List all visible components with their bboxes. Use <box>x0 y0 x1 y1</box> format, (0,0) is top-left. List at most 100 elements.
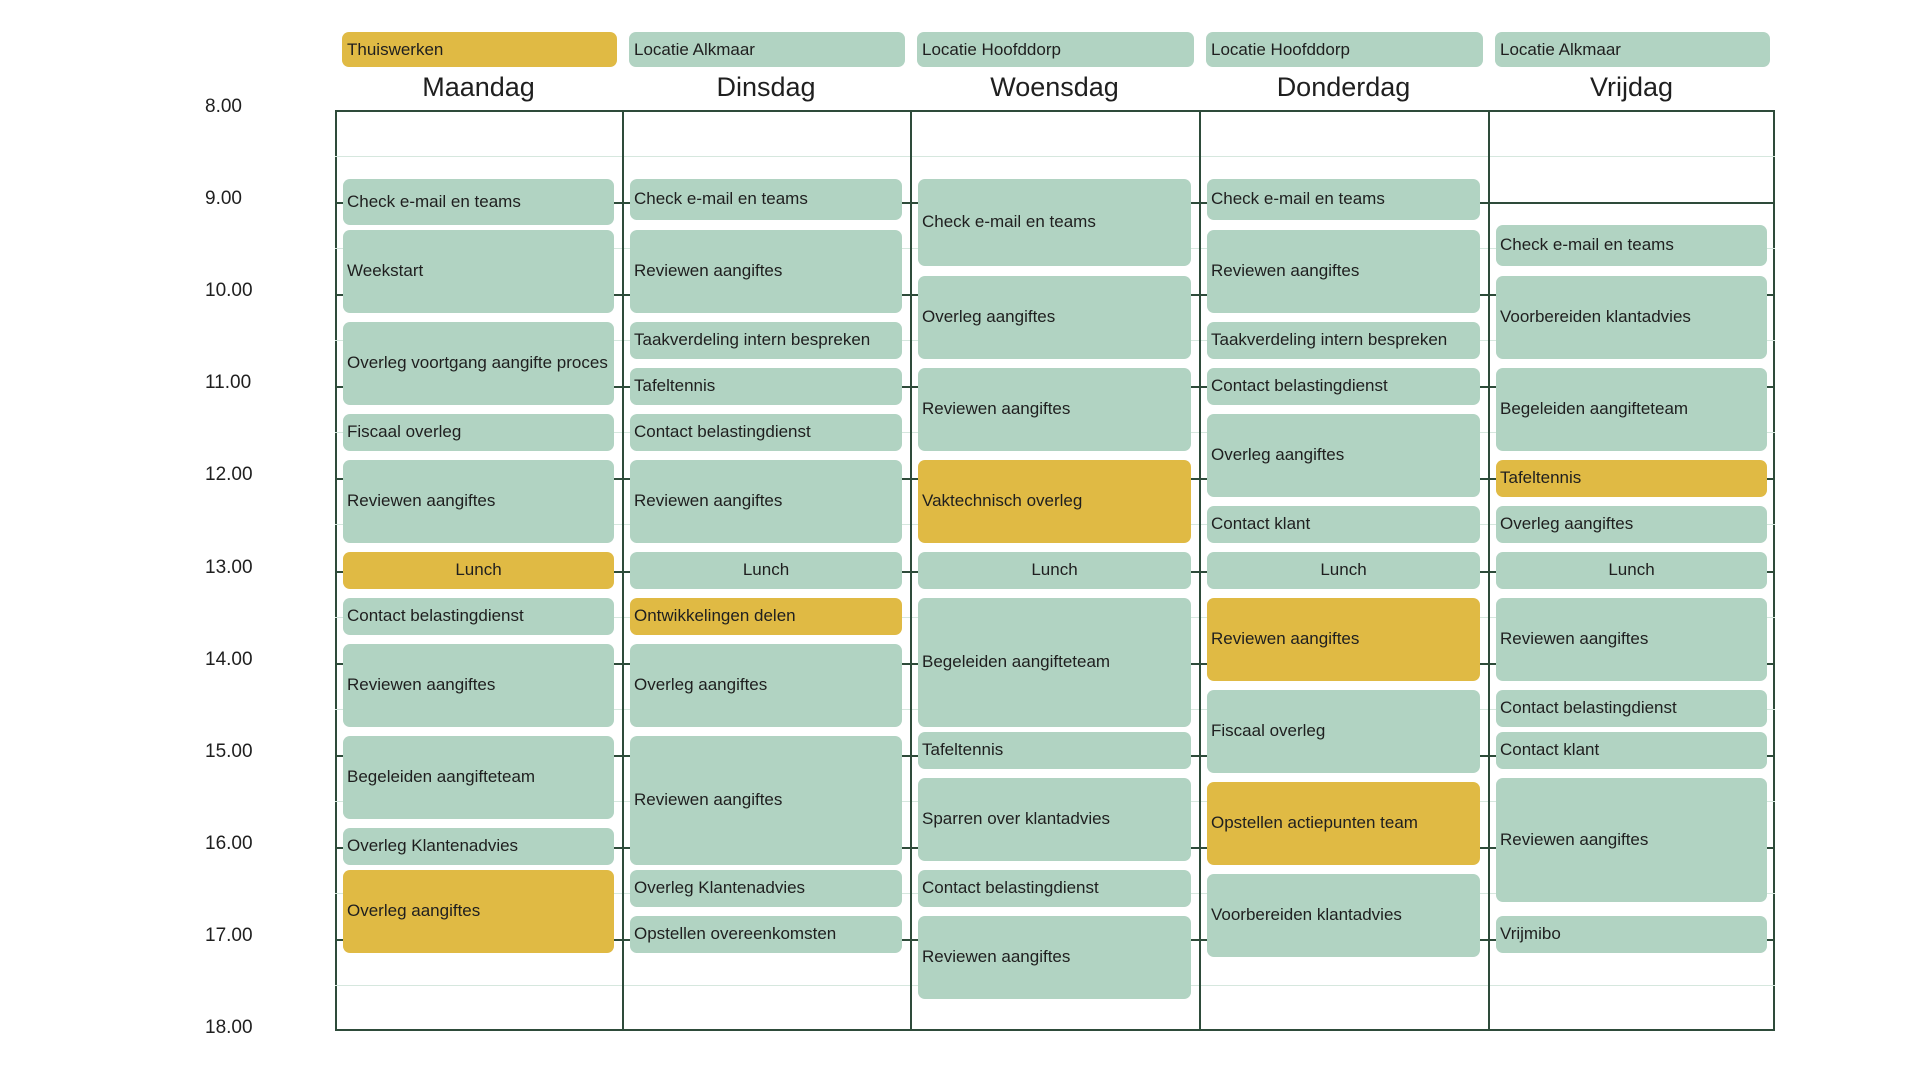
time-label: 11.00 <box>205 372 252 393</box>
event-contact-klant[interactable]: Contact klant <box>1496 732 1767 769</box>
event-contact-belastingdienst[interactable]: Contact belastingdienst <box>630 414 902 451</box>
event-reviewen-aangiftes[interactable]: Reviewen aangiftes <box>918 916 1191 999</box>
event-opstellen-actiepunten-team[interactable]: Opstellen actiepunten team <box>1207 782 1480 865</box>
event-reviewen-aangiftes[interactable]: Reviewen aangiftes <box>1207 598 1480 681</box>
event-label: Fiscaal overleg <box>1211 721 1326 741</box>
event-overleg-klantenadvies[interactable]: Overleg Klantenadvies <box>343 828 614 865</box>
event-label: Taakverdeling intern bespreken <box>634 330 871 350</box>
time-label: 10.00 <box>205 280 253 301</box>
event-begeleiden-aangifteteam[interactable]: Begeleiden aangifteteam <box>1496 368 1767 451</box>
event-contact-belastingdienst[interactable]: Contact belastingdienst <box>1496 690 1767 727</box>
event-contact-belastingdienst[interactable]: Contact belastingdienst <box>918 870 1191 907</box>
event-overleg-voortgang-aangifte-proces[interactable]: Overleg voortgang aangifte proces <box>343 322 614 405</box>
event-label: Reviewen aangiftes <box>1500 629 1649 649</box>
event-overleg-klantenadvies[interactable]: Overleg Klantenadvies <box>630 870 902 907</box>
event-label: Reviewen aangiftes <box>1500 829 1649 849</box>
event-weekstart[interactable]: Weekstart <box>343 230 614 313</box>
day-header-woensdag: Woensdag <box>990 72 1119 102</box>
event-label: Overleg aangiftes <box>634 675 768 695</box>
event-label: Lunch <box>1608 560 1655 580</box>
event-check-e-mail-en-teams[interactable]: Check e-mail en teams <box>918 179 1191 266</box>
event-label: Reviewen aangiftes <box>634 491 783 511</box>
time-label: 18.00 <box>205 1017 253 1038</box>
event-overleg-aangiftes[interactable]: Overleg aangiftes <box>1496 506 1767 543</box>
event-reviewen-aangiftes[interactable]: Reviewen aangiftes <box>1207 230 1480 313</box>
event-contact-belastingdienst[interactable]: Contact belastingdienst <box>1207 368 1480 405</box>
event-label: Contact klant <box>1500 740 1600 760</box>
event-overleg-aangiftes[interactable]: Overleg aangiftes <box>630 644 902 727</box>
time-label: 17.00 <box>205 925 253 946</box>
event-sparren-over-klantadvies[interactable]: Sparren over klantadvies <box>918 778 1191 861</box>
event-tafeltennis[interactable]: Tafeltennis <box>918 732 1191 769</box>
event-taakverdeling-intern-bespreken[interactable]: Taakverdeling intern bespreken <box>1207 322 1480 359</box>
event-label: Tafeltennis <box>634 376 716 396</box>
event-lunch[interactable]: Lunch <box>630 552 902 589</box>
event-label: Lunch <box>1320 560 1367 580</box>
event-vrijmibo[interactable]: Vrijmibo <box>1496 916 1767 953</box>
event-check-e-mail-en-teams[interactable]: Check e-mail en teams <box>343 179 614 225</box>
time-label: 12.00 <box>205 464 253 485</box>
event-contact-belastingdienst[interactable]: Contact belastingdienst <box>343 598 614 635</box>
event-label: Lunch <box>455 560 502 580</box>
event-overleg-aangiftes[interactable]: Overleg aangiftes <box>918 276 1191 359</box>
event-lunch[interactable]: Lunch <box>1207 552 1480 589</box>
event-overleg-aangiftes[interactable]: Overleg aangiftes <box>1207 414 1480 497</box>
event-label: Overleg aangiftes <box>922 307 1056 327</box>
event-reviewen-aangiftes[interactable]: Reviewen aangiftes <box>630 230 902 313</box>
event-lunch[interactable]: Lunch <box>1496 552 1767 589</box>
event-taakverdeling-intern-bespreken[interactable]: Taakverdeling intern bespreken <box>630 322 902 359</box>
time-label: 9.00 <box>205 188 242 209</box>
event-label: Tafeltennis <box>922 740 1004 760</box>
event-label: Vrijmibo <box>1500 924 1561 944</box>
event-check-e-mail-en-teams[interactable]: Check e-mail en teams <box>1207 179 1480 220</box>
event-label: Check e-mail en teams <box>634 189 808 209</box>
event-reviewen-aangiftes[interactable]: Reviewen aangiftes <box>630 460 902 543</box>
event-opstellen-overeenkomsten[interactable]: Opstellen overeenkomsten <box>630 916 902 953</box>
event-reviewen-aangiftes[interactable]: Reviewen aangiftes <box>343 644 614 727</box>
column-divider <box>910 110 912 1031</box>
time-label: 8.00 <box>205 96 242 117</box>
event-tafeltennis[interactable]: Tafeltennis <box>630 368 902 405</box>
event-label: Reviewen aangiftes <box>634 790 783 810</box>
time-label: 13.00 <box>205 557 253 578</box>
event-label: Lunch <box>742 560 790 580</box>
event-overleg-aangiftes[interactable]: Overleg aangiftes <box>343 870 614 953</box>
event-lunch[interactable]: Lunch <box>918 552 1191 589</box>
event-label: Vaktechnisch overleg <box>922 491 1083 511</box>
event-label: Ontwikkelingen delen <box>634 606 796 626</box>
event-reviewen-aangiftes[interactable]: Reviewen aangiftes <box>918 368 1191 451</box>
location-badge: Locatie Alkmaar <box>1495 32 1770 67</box>
event-reviewen-aangiftes[interactable]: Reviewen aangiftes <box>630 736 902 865</box>
event-label: Voorbereiden klantadvies <box>1500 307 1691 327</box>
event-label: Reviewen aangiftes <box>1211 261 1360 281</box>
event-label: Overleg aangiftes <box>347 901 481 921</box>
event-voorbereiden-klantadvies[interactable]: Voorbereiden klantadvies <box>1207 874 1480 957</box>
event-label: Taakverdeling intern bespreken <box>1211 330 1448 350</box>
event-vaktechnisch-overleg[interactable]: Vaktechnisch overleg <box>918 460 1191 543</box>
event-reviewen-aangiftes[interactable]: Reviewen aangiftes <box>1496 598 1767 681</box>
event-begeleiden-aangifteteam[interactable]: Begeleiden aangifteteam <box>918 598 1191 727</box>
event-contact-klant[interactable]: Contact klant <box>1207 506 1480 543</box>
time-label: 16.00 <box>205 833 253 854</box>
event-label: Overleg aangiftes <box>1500 514 1634 534</box>
event-reviewen-aangiftes[interactable]: Reviewen aangiftes <box>1496 778 1767 902</box>
event-begeleiden-aangifteteam[interactable]: Begeleiden aangifteteam <box>343 736 614 819</box>
event-voorbereiden-klantadvies[interactable]: Voorbereiden klantadvies <box>1496 276 1767 359</box>
event-reviewen-aangiftes[interactable]: Reviewen aangiftes <box>343 460 614 543</box>
event-check-e-mail-en-teams[interactable]: Check e-mail en teams <box>630 179 902 220</box>
day-header-dinsdag: Dinsdag <box>716 72 816 102</box>
event-label: Contact klant <box>1211 514 1311 534</box>
event-lunch[interactable]: Lunch <box>343 552 614 589</box>
event-label: Sparren over klantadvies <box>922 809 1111 829</box>
event-ontwikkelingen-delen[interactable]: Ontwikkelingen delen <box>630 598 902 635</box>
event-tafeltennis[interactable]: Tafeltennis <box>1496 460 1767 497</box>
column-divider <box>1199 110 1201 1031</box>
event-fiscaal-overleg[interactable]: Fiscaal overleg <box>343 414 614 451</box>
event-label: Reviewen aangiftes <box>634 261 783 281</box>
event-label: Reviewen aangiftes <box>922 399 1071 419</box>
event-check-e-mail-en-teams[interactable]: Check e-mail en teams <box>1496 225 1767 266</box>
half-hour-line <box>335 156 1775 157</box>
event-fiscaal-overleg[interactable]: Fiscaal overleg <box>1207 690 1480 773</box>
event-label: Weekstart <box>347 261 424 281</box>
